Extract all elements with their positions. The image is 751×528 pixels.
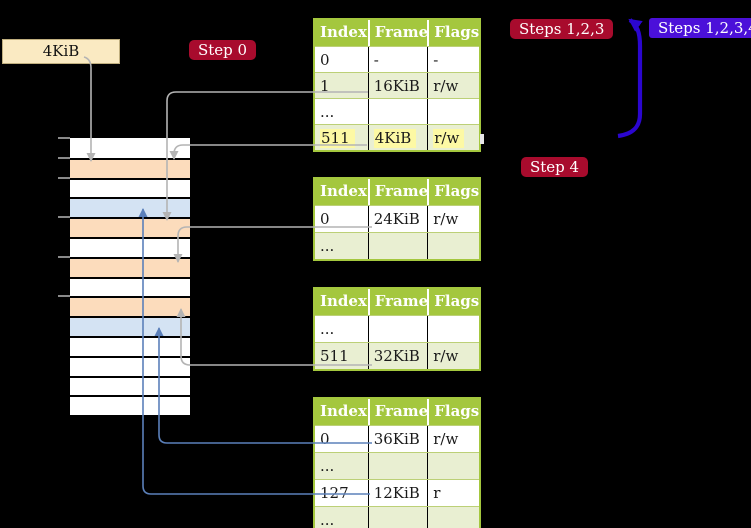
highlighted-value: r/w xyxy=(433,129,465,148)
table-cell: 1 xyxy=(320,77,330,95)
column-header-frame: Frame xyxy=(367,289,427,315)
table-row: ... xyxy=(315,452,479,479)
table-cell xyxy=(367,233,428,259)
table-cell xyxy=(427,316,479,342)
address-tick xyxy=(58,176,70,179)
table-cell: - xyxy=(427,47,479,72)
table-cell xyxy=(367,453,428,479)
column-header-index: Index xyxy=(320,23,367,41)
address-tick xyxy=(58,137,70,139)
memory-frame-row-white xyxy=(70,335,190,356)
column-header-flags: Flags xyxy=(427,179,479,205)
step-0-badge: Step 0 xyxy=(189,40,257,60)
column-header-flags: Flags xyxy=(427,399,479,425)
memory-frame-row-peach xyxy=(70,256,190,277)
table-cell xyxy=(427,453,479,479)
table-cell xyxy=(367,99,428,124)
table-cell: 0 xyxy=(320,51,330,69)
table-cell: 32KiB xyxy=(367,343,428,369)
table-row: 511 4KiB r/w xyxy=(315,124,479,150)
column-header-frame: Frame xyxy=(367,20,427,46)
table-cell: - xyxy=(367,47,428,72)
table-cell: 24KiB xyxy=(367,206,428,232)
memory-frame-row-white xyxy=(70,355,190,376)
table-cell xyxy=(367,507,428,528)
table-row: ... xyxy=(315,98,479,124)
table-cell: ... xyxy=(320,237,335,255)
memory-frame-row-white xyxy=(70,177,190,198)
table-cell: ... xyxy=(320,320,335,338)
step-4-badge: Step 4 xyxy=(521,157,589,177)
column-header-index: Index xyxy=(320,402,367,420)
table-row: ... xyxy=(315,232,479,259)
memory-frame-row-blue xyxy=(70,316,190,336)
table-cell: 16KiB xyxy=(367,73,428,98)
table-cell: r/w xyxy=(427,343,479,369)
arrow-steps-cycle xyxy=(617,18,643,139)
table-cell: 127 xyxy=(320,484,349,502)
highlighted-value: 511 xyxy=(320,129,355,148)
address-tick xyxy=(58,255,70,258)
memory-frame-row-white xyxy=(70,236,190,257)
table-cell: r/w xyxy=(427,426,479,452)
memory-frame-row-peach xyxy=(70,217,190,237)
column-header-flags: Flags xyxy=(427,20,479,46)
frame-size-label: 4KiB xyxy=(2,39,120,64)
table-row: ... xyxy=(315,506,479,528)
steps-1-2-3-4-badge: Steps 1,2,3,4 xyxy=(649,18,751,38)
highlighted-value: 4KiB xyxy=(373,129,417,148)
column-header-flags: Flags xyxy=(427,289,479,315)
memory-frame-row-white xyxy=(70,138,190,158)
memory-frame-row-white xyxy=(70,395,190,416)
table-cell: 12KiB xyxy=(367,480,428,506)
table-cell: r/w xyxy=(427,206,479,232)
table-cell: ... xyxy=(320,511,335,528)
steps-1-2-3-badge: Steps 1,2,3 xyxy=(510,19,614,39)
table-cell: 4KiB xyxy=(367,125,428,150)
table-cell xyxy=(427,99,479,124)
column-header-index: Index xyxy=(320,182,367,200)
memory-frame-row-peach xyxy=(70,157,190,178)
table-cell: 511 xyxy=(315,125,368,150)
memory-frame-row-peach xyxy=(70,296,190,317)
memory-frame-row-white xyxy=(70,375,190,396)
column-header-frame: Frame xyxy=(367,399,427,425)
table-cell xyxy=(427,507,479,528)
memory-address-ticks xyxy=(58,137,70,418)
table-cell: 0 xyxy=(320,430,330,448)
table-cell: ... xyxy=(320,103,335,121)
physical-memory-stack xyxy=(70,138,190,416)
address-tick xyxy=(58,295,70,298)
table-row: ... xyxy=(315,315,479,342)
address-tick xyxy=(58,216,70,219)
memory-frame-row-white xyxy=(70,276,190,297)
table-cell: 36KiB xyxy=(367,426,428,452)
table-cell: ... xyxy=(320,457,335,475)
table-cell xyxy=(367,316,428,342)
table-cell: r/w xyxy=(427,125,479,150)
table-cell: 511 xyxy=(320,347,349,365)
table-cell xyxy=(427,233,479,259)
memory-frame-row-blue xyxy=(70,197,190,218)
column-header-index: Index xyxy=(320,292,367,310)
table-cell: r xyxy=(427,480,479,506)
address-tick xyxy=(58,156,70,159)
table-row: 0 -- xyxy=(315,46,479,72)
column-header-frame: Frame xyxy=(367,179,427,205)
table-cell: 0 xyxy=(320,210,330,228)
table-cell: r/w xyxy=(427,73,479,98)
